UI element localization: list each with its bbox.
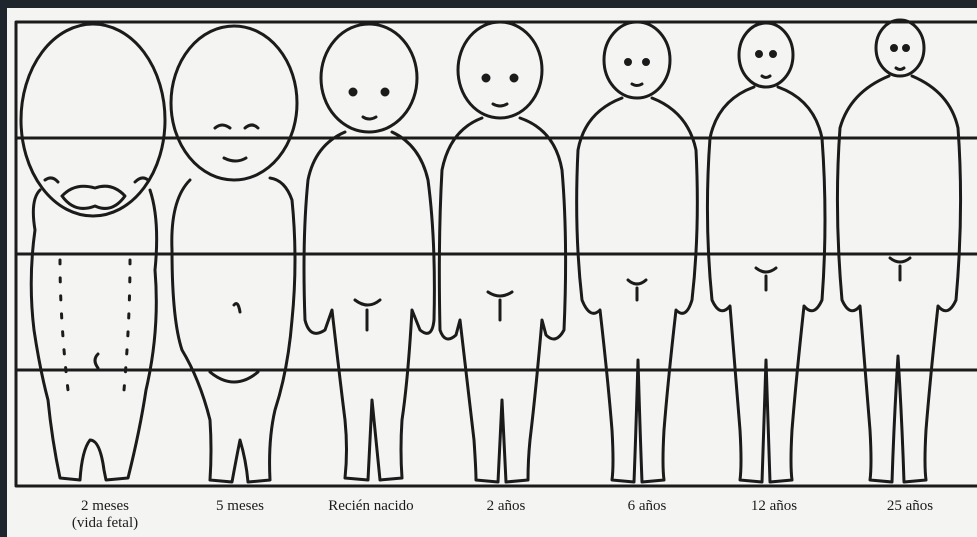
label-6-anos: 6 años [628, 498, 667, 515]
label-2-meses: 2 meses (vida fetal) [72, 498, 138, 532]
label-recien-nacido: Recién nacido [328, 498, 413, 515]
label-2-meses-sub: (vida fetal) [72, 515, 138, 532]
label-12-anos: 12 años [751, 498, 797, 515]
figure-25-anos [837, 20, 960, 482]
label-25-anos: 25 años [887, 498, 933, 515]
label-5-meses: 5 meses [216, 498, 264, 515]
figure-6-anos [577, 22, 698, 482]
label-2-meses-main: 2 meses [72, 498, 138, 515]
figure-recien-nacido [304, 24, 434, 480]
figure-2-anos [439, 22, 565, 482]
figure-2-meses [21, 24, 165, 480]
label-2-anos: 2 años [487, 498, 526, 515]
